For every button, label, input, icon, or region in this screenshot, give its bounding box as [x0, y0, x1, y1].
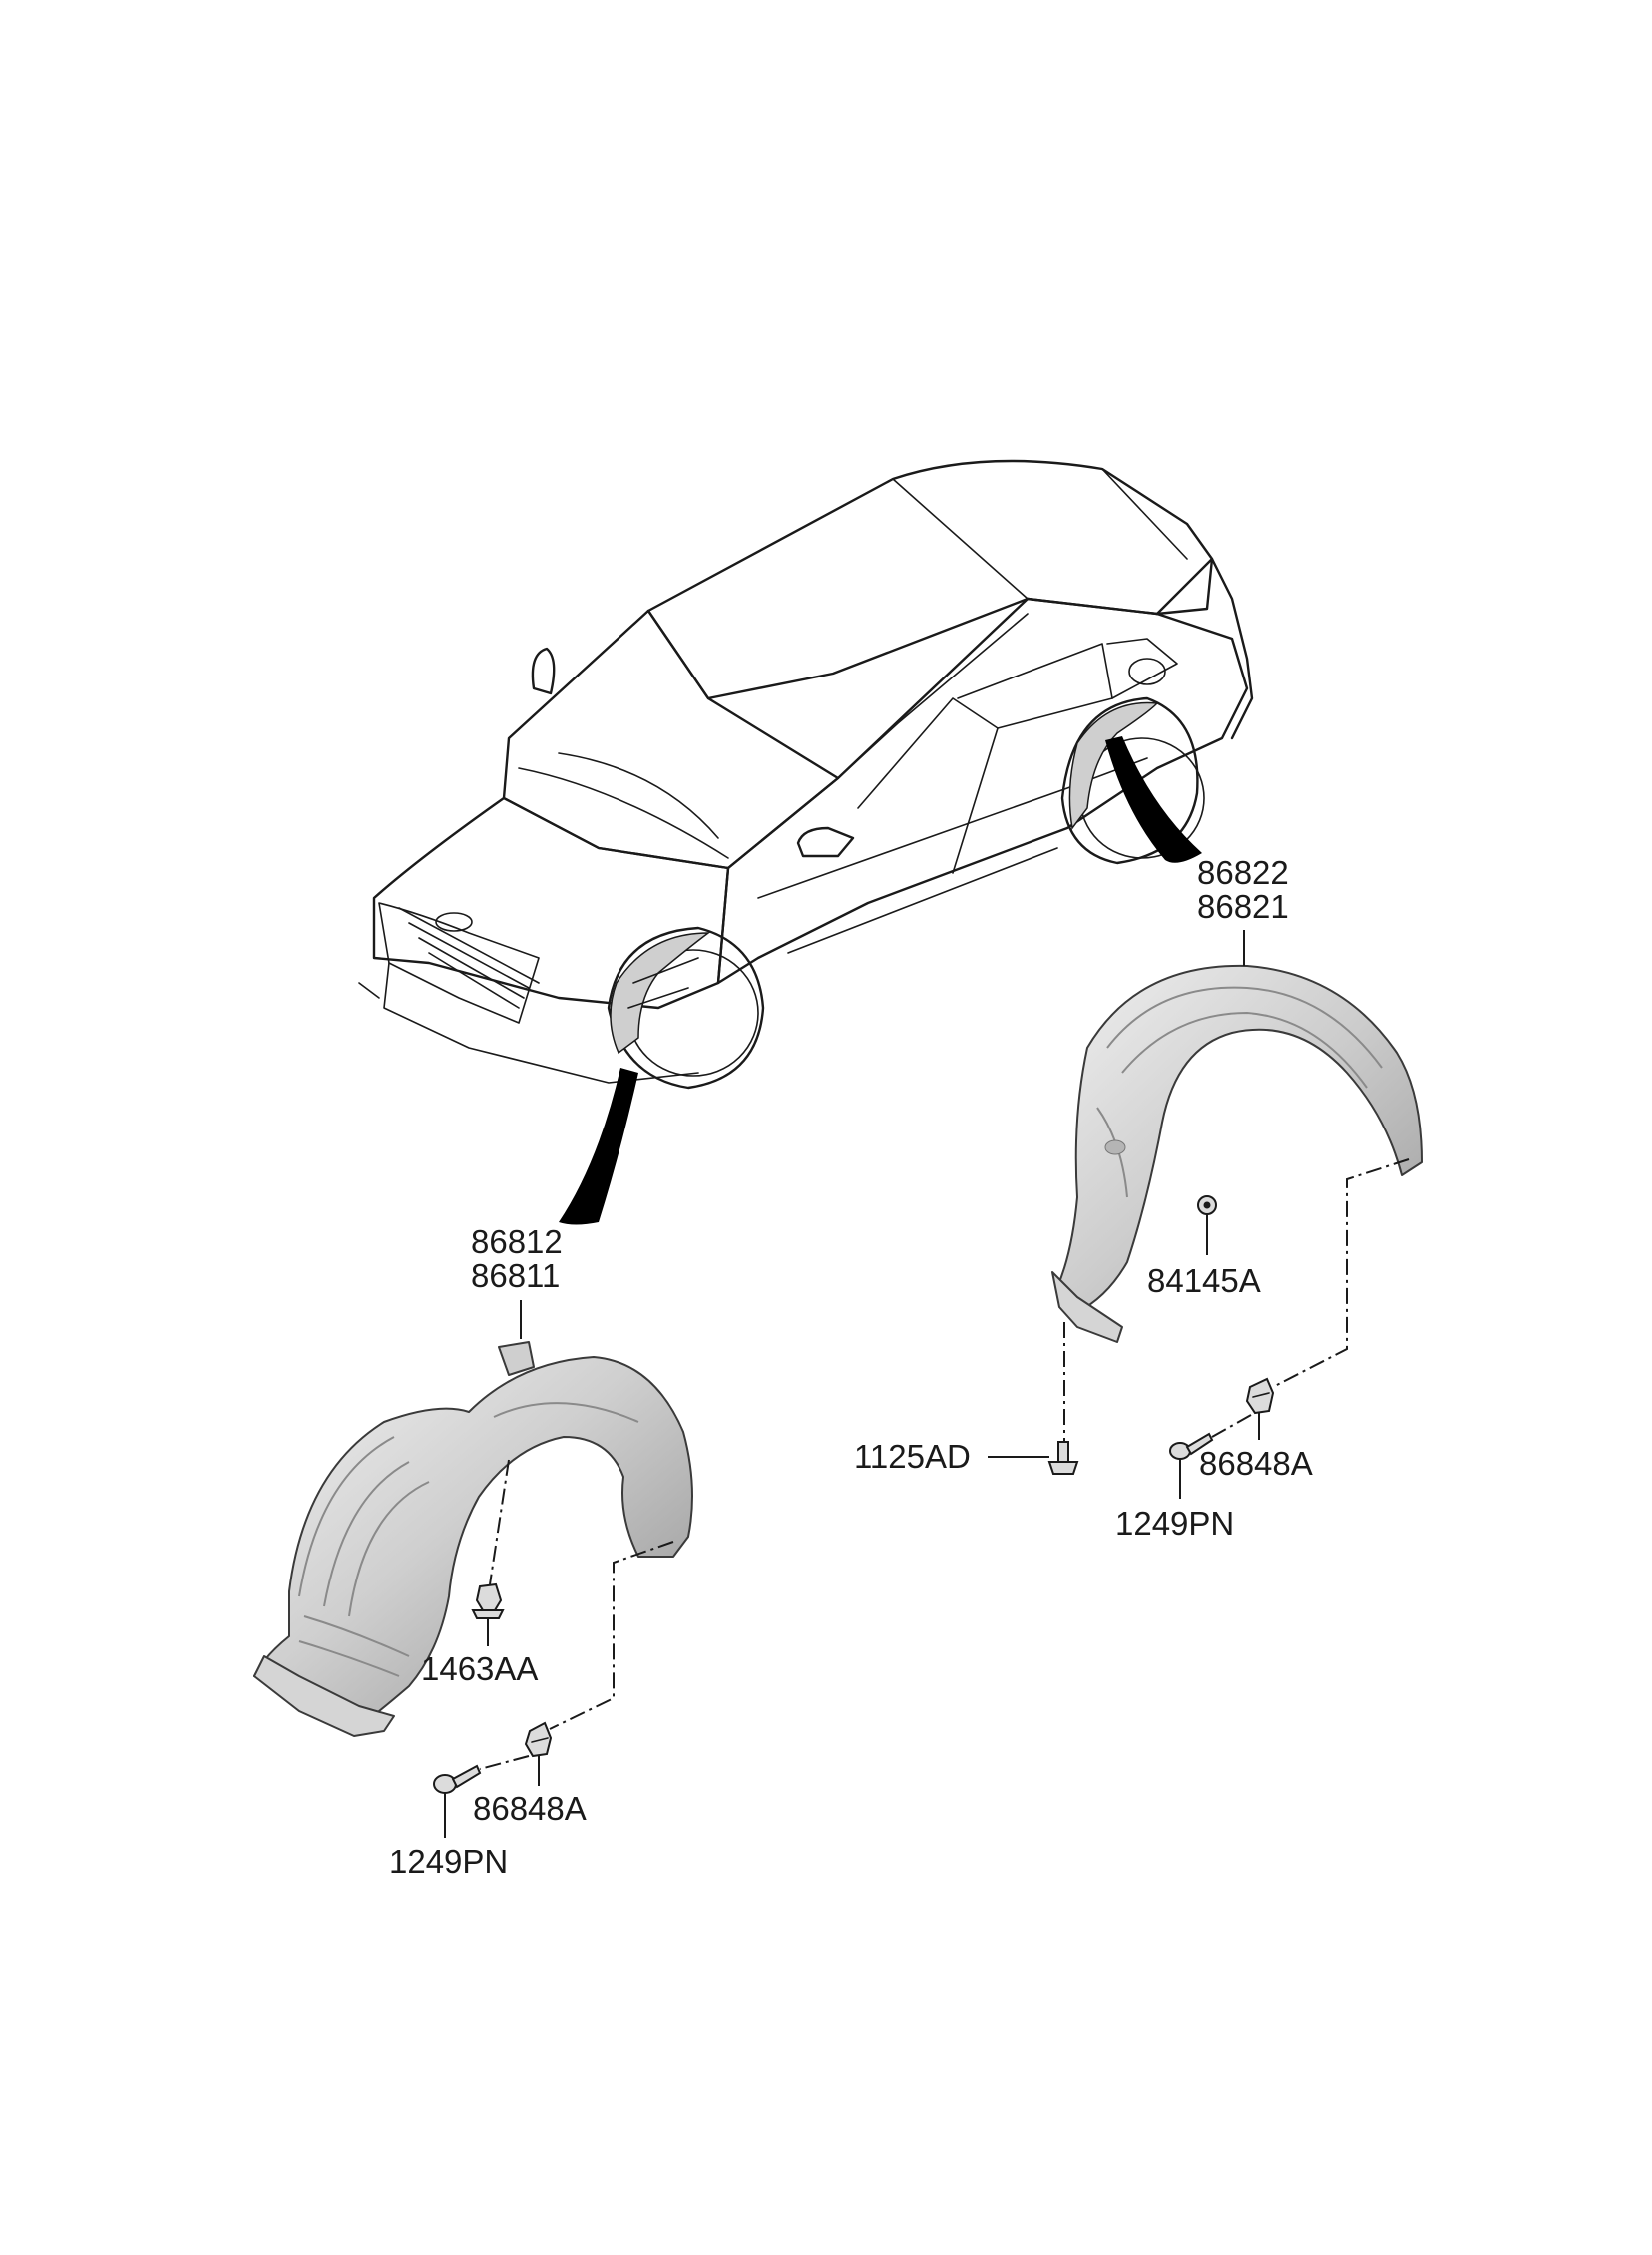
label-1125ad: 1125AD [854, 1438, 971, 1475]
bolt-icon [1047, 1441, 1079, 1475]
pointer-front [559, 1068, 638, 1225]
screw-icon [1169, 1432, 1214, 1460]
front-wheel-guard-icon [253, 1341, 693, 1737]
clip-icon [524, 1721, 553, 1758]
label-1249pn-front: 1249PN [389, 1843, 508, 1880]
label-86812: 86812 [471, 1223, 563, 1260]
label-86848a-rear: 86848A [1199, 1445, 1313, 1482]
nut-icon [1197, 1195, 1217, 1215]
assembly-lines [479, 1158, 1410, 1770]
label-1463aa: 1463AA [421, 1650, 538, 1687]
clip-icon [471, 1582, 505, 1619]
leader-lines [444, 930, 1260, 1838]
rear-wheel-guard-icon [1051, 964, 1423, 1343]
vehicle-outline [358, 459, 1254, 1090]
clip-icon [1245, 1377, 1275, 1415]
label-84145a: 84145A [1147, 1262, 1261, 1299]
label-1249pn-rear: 1249PN [1115, 1505, 1234, 1542]
label-86822: 86822 [1197, 854, 1289, 891]
screw-icon [433, 1764, 482, 1794]
label-86848a-front: 86848A [473, 1790, 587, 1827]
label-86811: 86811 [471, 1257, 560, 1294]
pointer-rear [1105, 736, 1202, 863]
label-86821: 86821 [1197, 888, 1289, 925]
